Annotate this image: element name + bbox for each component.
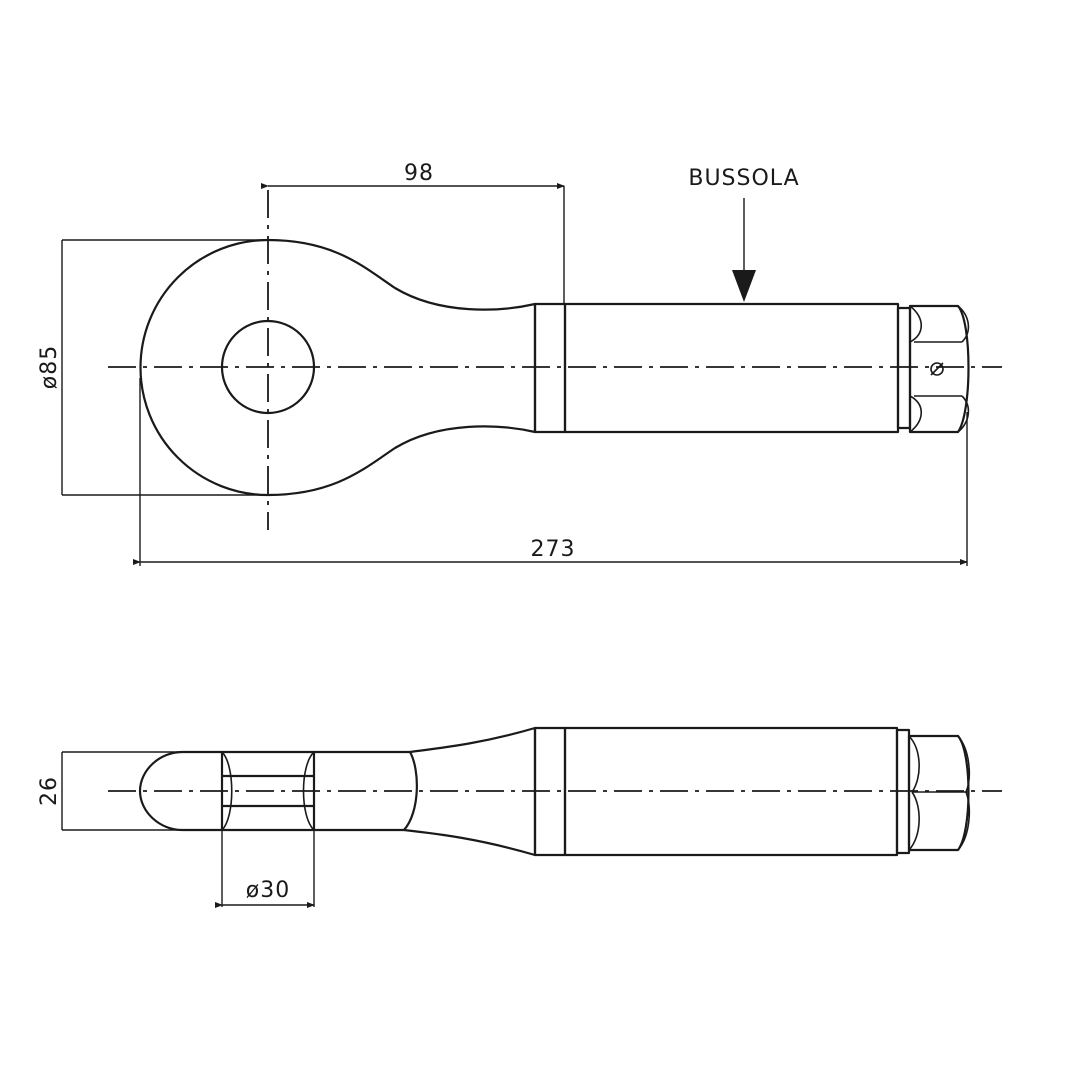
bussola-arrow-icon xyxy=(732,270,756,302)
bushing-body xyxy=(563,302,900,434)
dimension-hole-diameter-label: ø30 xyxy=(246,878,290,903)
bussola-label: BUSSOLA xyxy=(688,166,799,191)
washer xyxy=(896,306,912,430)
bushing-collar xyxy=(533,302,567,434)
dimension-98: 98 xyxy=(261,161,565,304)
side-view: 26 ø30 xyxy=(37,726,1002,908)
bussola-callout: BUSSOLA xyxy=(688,166,799,302)
neck-taper xyxy=(402,726,537,857)
dimension-eye-diameter: ø85 xyxy=(37,239,268,496)
dimension-273-label: 273 xyxy=(531,537,576,562)
dimension-eye-diameter-label: ø85 xyxy=(37,345,62,389)
top-view: 98 ø85 273 BUSSOLA xyxy=(37,161,1002,566)
eye-outline xyxy=(139,238,537,497)
dimension-26-label: 26 xyxy=(37,776,62,806)
dimension-98-label: 98 xyxy=(404,161,434,186)
dimension-hole-diameter: ø30 xyxy=(215,830,315,908)
dimension-273: 273 xyxy=(133,378,968,566)
hex-nut-top xyxy=(908,304,970,434)
hex-nut-side xyxy=(907,734,971,852)
dimension-26: 26 xyxy=(37,751,182,831)
